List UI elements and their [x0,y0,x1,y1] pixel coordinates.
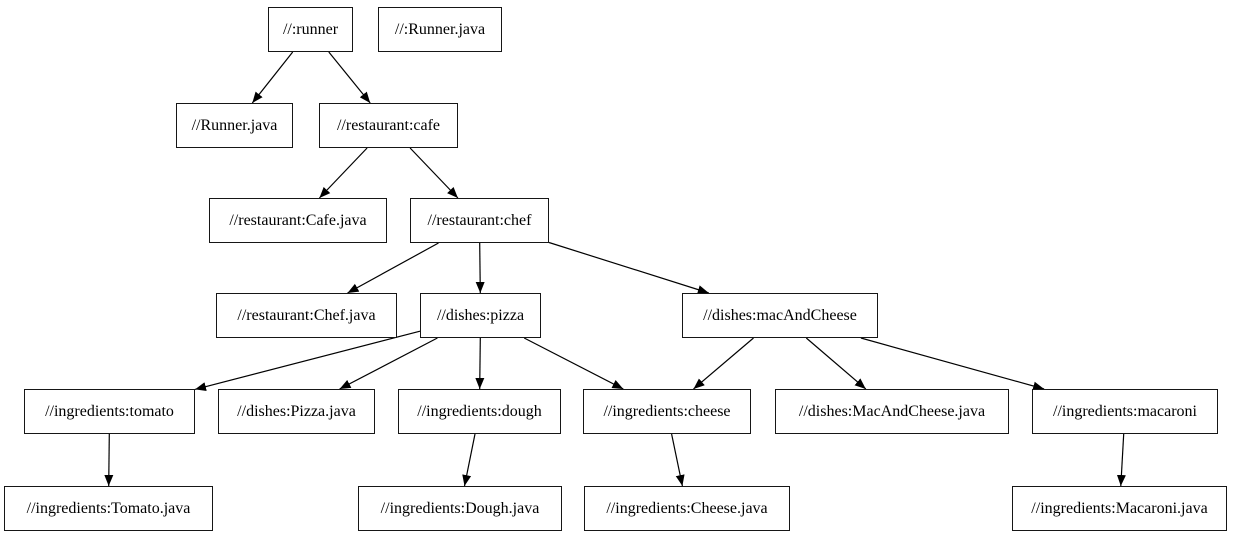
node-label: //:Runner.java [394,20,486,38]
edge-tomato-to-tomato-java [104,433,114,487]
node-cheese-java: //ingredients:Cheese.java [584,486,790,531]
node-cafe-java: //restaurant:Cafe.java [209,198,387,243]
node-label: //restaurant:cafe [336,116,441,134]
node-label: //ingredients:Dough.java [380,499,540,517]
node-label: //dishes:pizza [436,306,525,324]
edge-cafe-to-chef [409,147,459,199]
node-label: //dishes:MacAndCheese.java [798,402,986,420]
node-chef-java: //restaurant:Chef.java [216,293,397,338]
edge-macaroni-to-macaroni-java [1116,433,1126,487]
node-label: //ingredients:dough [417,402,542,420]
node-label: //restaurant:Cafe.java [229,211,367,229]
node-runner: //:runner [268,7,353,52]
edge-chef-to-pizza [475,242,485,294]
node-label: //restaurant:Chef.java [237,306,376,324]
node-label: //dishes:macAndCheese [703,306,857,324]
edge-runner-to-runner-java [251,51,294,104]
edge-mac-and-cheese-to-cheese [693,337,754,390]
node-label: //restaurant:chef [427,211,532,229]
node-mac-and-cheese: //dishes:macAndCheese [682,293,878,338]
node-label: //ingredients:Macaroni.java [1031,499,1208,517]
edge-pizza-to-pizza-java [339,337,438,390]
edge-pizza-to-dough [475,337,485,390]
node-label: //Runner.java [191,116,278,134]
node-chef: //restaurant:chef [410,198,549,243]
node-label: //ingredients:Tomato.java [26,499,191,517]
edge-pizza-to-tomato [194,330,421,392]
node-mac-and-cheese-java: //dishes:MacAndCheese.java [775,389,1009,434]
node-pizza: //dishes:pizza [420,293,541,338]
node-label: //ingredients:tomato [45,402,174,420]
edge-chef-to-chef-java [347,242,439,294]
node-runner-java-root: //:Runner.java [378,7,502,52]
edge-chef-to-mac-and-cheese [548,241,709,294]
edge-pizza-to-cheese [523,337,624,390]
node-cafe: //restaurant:cafe [319,103,458,148]
edge-mac-and-cheese-to-mac-and-cheese-java [805,337,867,390]
node-label: //ingredients:Cheese.java [606,499,768,517]
edge-cheese-to-cheese-java [671,433,685,487]
edge-mac-and-cheese-to-macaroni [860,337,1045,391]
node-macaroni: //ingredients:macaroni [1032,389,1218,434]
node-dough: //ingredients:dough [398,389,561,434]
node-dough-java: //ingredients:Dough.java [358,486,562,531]
node-label: //ingredients:cheese [603,402,731,420]
node-tomato-java: //ingredients:Tomato.java [4,486,213,531]
edge-cafe-to-cafe-java [318,147,368,199]
edge-runner-to-cafe [328,51,371,104]
node-label: //ingredients:macaroni [1053,402,1197,420]
node-pizza-java: //dishes:Pizza.java [218,389,375,434]
node-macaroni-java: //ingredients:Macaroni.java [1012,486,1227,531]
node-label: //dishes:Pizza.java [237,402,356,420]
edge-dough-to-dough-java [462,433,476,487]
node-label: //:runner [282,20,339,38]
node-runner-java: //Runner.java [176,103,293,148]
node-tomato: //ingredients:tomato [24,389,195,434]
node-cheese: //ingredients:cheese [583,389,751,434]
